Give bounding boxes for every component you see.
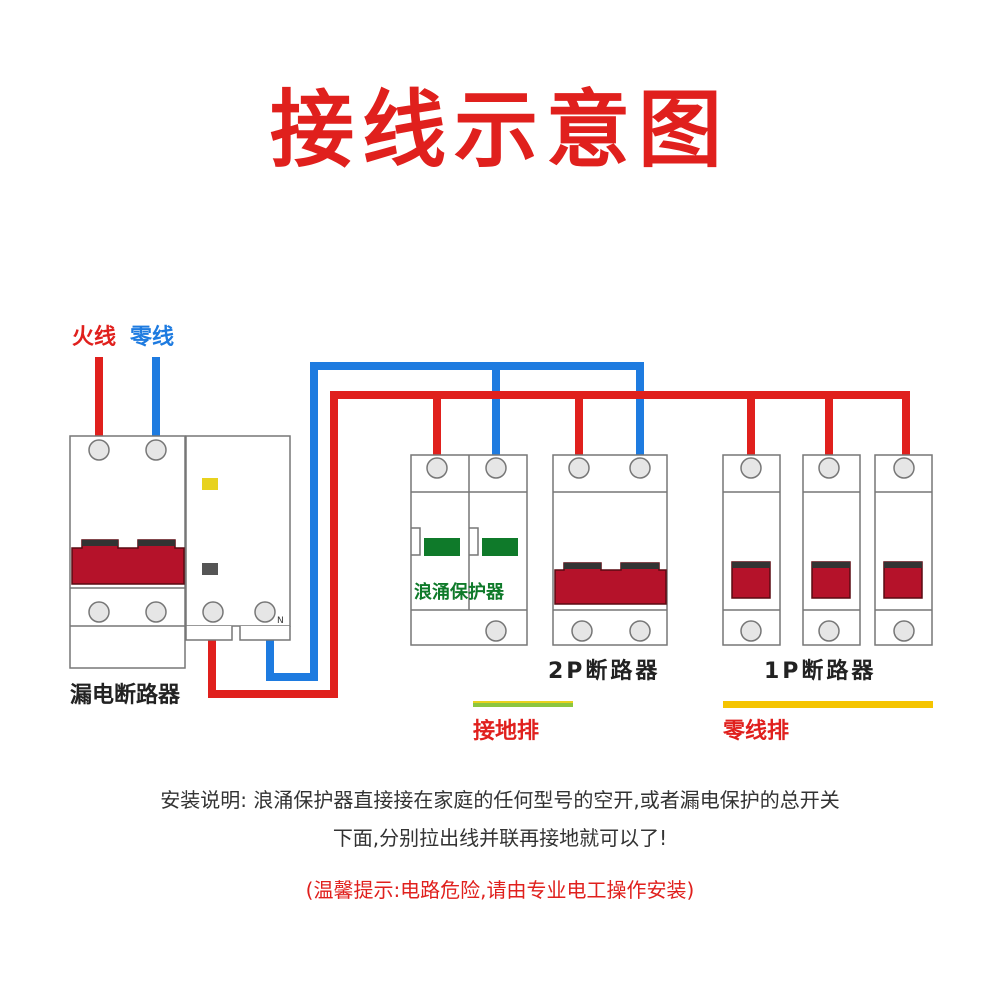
surge-label: 浪涌保护器 (414, 581, 505, 603)
rcd-handle-cap-1 (82, 540, 118, 546)
breaker-1p-c (874, 454, 933, 646)
rcd-output-terminal-live (202, 601, 224, 623)
neutral-bus-wire (266, 362, 644, 681)
rcd-leakage-module (185, 435, 291, 627)
breaker-2p (552, 454, 668, 646)
rcd-breaker (69, 435, 291, 669)
rcd-top-terminal-live (88, 439, 110, 461)
breaker-2p-terminal-4 (629, 620, 651, 642)
neutral-wire-label: 零线 (129, 324, 174, 350)
rcd-top-terminal-neutral (145, 439, 167, 461)
rcd-test-button (202, 563, 218, 575)
earth-bar-stripe (473, 701, 573, 703)
earth-bar (473, 701, 573, 707)
rcd-indicator-yellow (202, 478, 218, 490)
breaker-1p-c-bottom-terminal (893, 620, 915, 642)
rcd-handle-cap-2 (138, 540, 175, 546)
surge-indicator-2 (482, 538, 518, 556)
safety-warning: (温馨提示:电路危险,请由专业电工操作安装) (305, 878, 695, 902)
neutral-bar (723, 701, 933, 708)
live-wire-label: 火线 (72, 324, 116, 350)
breaker-1p-a (722, 454, 781, 646)
install-note-line-1: 安装说明: 浪涌保护器直接接在家庭的任何型号的空开,或者漏电保护的总开关 (160, 788, 840, 812)
neutral-bar-label: 零线排 (722, 718, 789, 744)
breaker-1p-label: 1P断路器 (764, 658, 876, 684)
rcd-bottom-terminal-1 (88, 601, 110, 623)
surge-indicator-1 (424, 538, 460, 556)
breaker-1p-c-top-terminal (893, 457, 915, 479)
rcd-output-terminal-neutral (254, 601, 276, 623)
breaker-2p-cap-1 (564, 563, 601, 569)
surge-terminal-earth (485, 620, 507, 642)
breaker-2p-body (552, 454, 668, 646)
rcd-n-mark: N (277, 616, 284, 626)
earth-bar-label: 接地排 (473, 719, 539, 744)
surge-terminal-live (426, 457, 448, 479)
breaker-1p-a-bottom-terminal (740, 620, 762, 642)
page-title: 接线示意图 (269, 81, 730, 179)
breaker-1p-a-top-terminal (740, 457, 762, 479)
breaker-1p-b-top-terminal (818, 457, 840, 479)
rcd-label: 漏电断路器 (70, 682, 181, 708)
breaker-2p-cap-2 (621, 563, 659, 569)
live-bus-wire (208, 391, 910, 698)
rcd-toggle-handle (71, 539, 185, 585)
rcd-bottom-terminal-2 (145, 601, 167, 623)
breaker-2p-label: 2P断路器 (548, 658, 660, 684)
breaker-1p-b-bottom-terminal (818, 620, 840, 642)
install-note-line-2: 下面,分别拉出线并联再接地就可以了! (332, 826, 668, 850)
breaker-1p-b (802, 454, 861, 646)
breaker-2p-handle (554, 562, 667, 605)
breaker-2p-terminal-3 (571, 620, 593, 642)
breaker-2p-terminal-2 (629, 457, 651, 479)
surge-terminal-neutral (485, 457, 507, 479)
breaker-2p-terminal-1 (568, 457, 590, 479)
